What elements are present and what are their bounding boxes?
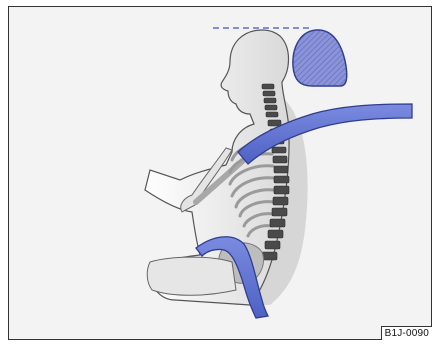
occupant-thigh: [147, 257, 236, 295]
figure-reference-code: B1J-0090: [381, 326, 432, 340]
